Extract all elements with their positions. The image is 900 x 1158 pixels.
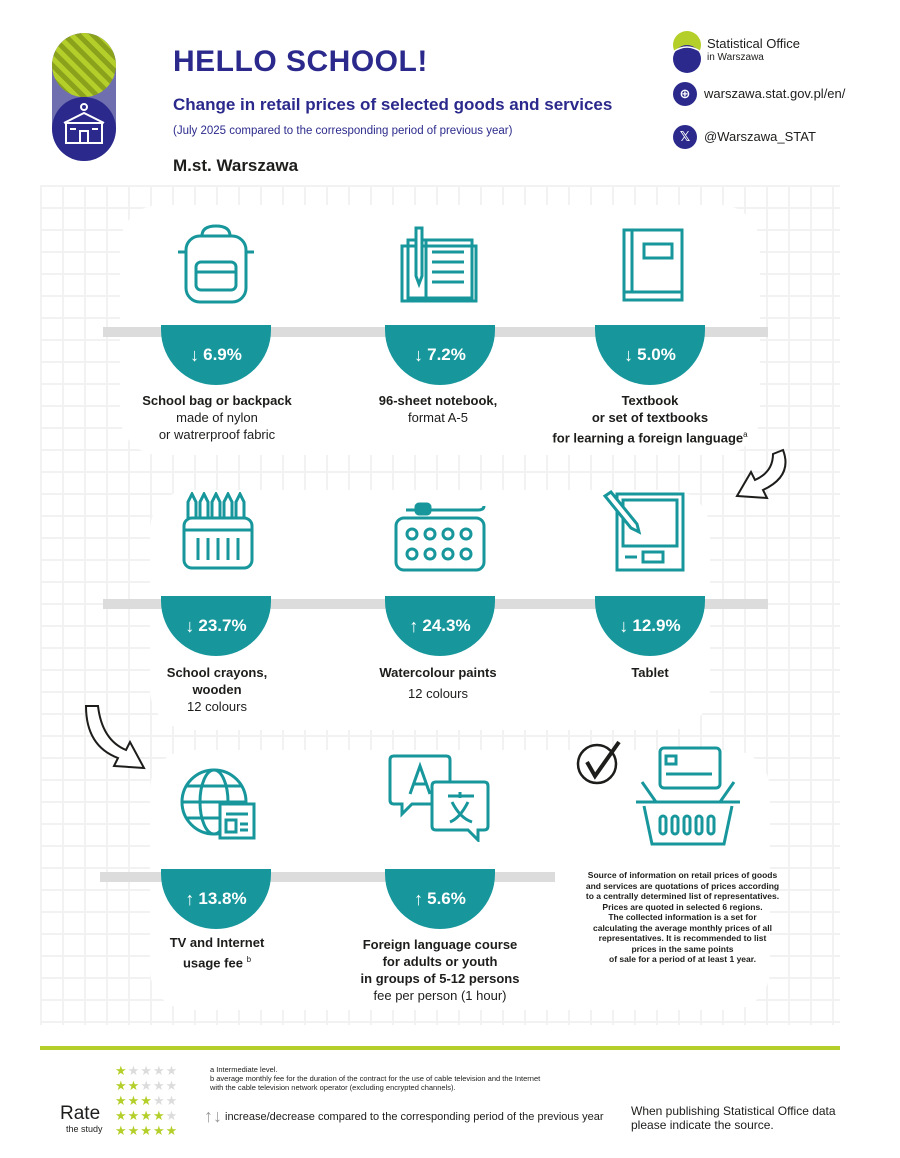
shopping-basket-icon [636, 746, 740, 846]
x-twitter-icon: 𝕏 [673, 125, 697, 149]
rating-stars[interactable]: ★★★★★ ★★★★★ ★★★★★ ★★★★★ ★★★★★ [115, 1063, 179, 1138]
increase-arrow-icon: ↑ [414, 888, 424, 909]
up-down-arrows-icon: ↑↓ [204, 1106, 222, 1126]
shelf-row-3 [100, 872, 555, 882]
increase-decrease-legend: ↑↓ increase/decrease compared to the cor… [204, 1106, 604, 1126]
change-value: 5.0% [637, 345, 676, 364]
item-label-crayons: School crayons, wooden 12 colours [166, 665, 268, 714]
publishing-note: When publishing Statistical Office data … [631, 1104, 836, 1132]
language-icon [388, 754, 490, 842]
rate-sub-label: the study [66, 1124, 103, 1134]
change-value: 12.9% [632, 616, 681, 635]
item-label-textbook: Textbook or set of textbooks for learnin… [552, 393, 748, 446]
change-value: 13.8% [198, 889, 247, 908]
curved-arrow-icon [84, 705, 146, 770]
brand-name: Statistical Office in Warszawa [707, 36, 800, 64]
crayons-icon [182, 492, 254, 570]
globe-screen-icon [180, 768, 256, 840]
footer-divider [40, 1046, 840, 1050]
rate-label[interactable]: Rate [60, 1103, 101, 1124]
item-label-backpack: School bag or backpack made of nylon or … [142, 393, 292, 442]
notebook-icon [400, 226, 478, 303]
check-circle-icon [576, 740, 621, 785]
item-label-paints: Watercolour paints 12 colours [379, 665, 497, 701]
source-note: Source of information on retail prices o… [585, 870, 780, 964]
decrease-arrow-icon: ↓ [185, 615, 195, 636]
backpack-icon [178, 224, 254, 304]
change-value: 7.2% [427, 345, 466, 364]
region-label: M.st. Warszawa [173, 156, 299, 175]
decrease-arrow-icon: ↓ [190, 344, 200, 365]
item-label-notebook: 96-sheet notebook, format A-5 [378, 393, 498, 425]
change-value: 23.7% [198, 616, 247, 635]
change-badge-tv-internet: ↑ 13.8% [161, 869, 271, 929]
twitter-handle[interactable]: @Warszawa_STAT [704, 129, 816, 144]
page-subtitle: Change in retail prices of selected good… [173, 95, 613, 114]
globe-icon: ⊕ [673, 82, 697, 106]
period-note: (July 2025 compared to the corresponding… [173, 125, 513, 137]
website-link[interactable]: warszawa.stat.gov.pl/en/ [704, 86, 846, 101]
change-value: 6.9% [203, 345, 242, 364]
decrease-arrow-icon: ↓ [619, 615, 629, 636]
curved-arrow-icon [735, 448, 787, 500]
decrease-arrow-icon: ↓ [414, 344, 424, 365]
tablet-icon [603, 490, 685, 572]
item-label-language-course: Foreign language course for adults or yo… [360, 937, 520, 1003]
increase-arrow-icon: ↑ [185, 888, 195, 909]
page-title: HELLO SCHOOL! [173, 45, 428, 78]
item-label-tv-internet: TV and Internet usage fee b [169, 935, 265, 971]
change-value: 24.3% [422, 616, 471, 635]
increase-arrow-icon: ↑ [409, 615, 419, 636]
brand-logo [672, 30, 702, 74]
item-label-tablet: Tablet [631, 665, 669, 680]
textbook-icon [622, 228, 684, 302]
footnotes: a Intermediate level. b average monthly … [210, 1065, 541, 1092]
change-value: 5.6% [427, 889, 466, 908]
decrease-arrow-icon: ↓ [624, 344, 634, 365]
school-logo [52, 33, 116, 161]
paints-icon [394, 502, 486, 572]
